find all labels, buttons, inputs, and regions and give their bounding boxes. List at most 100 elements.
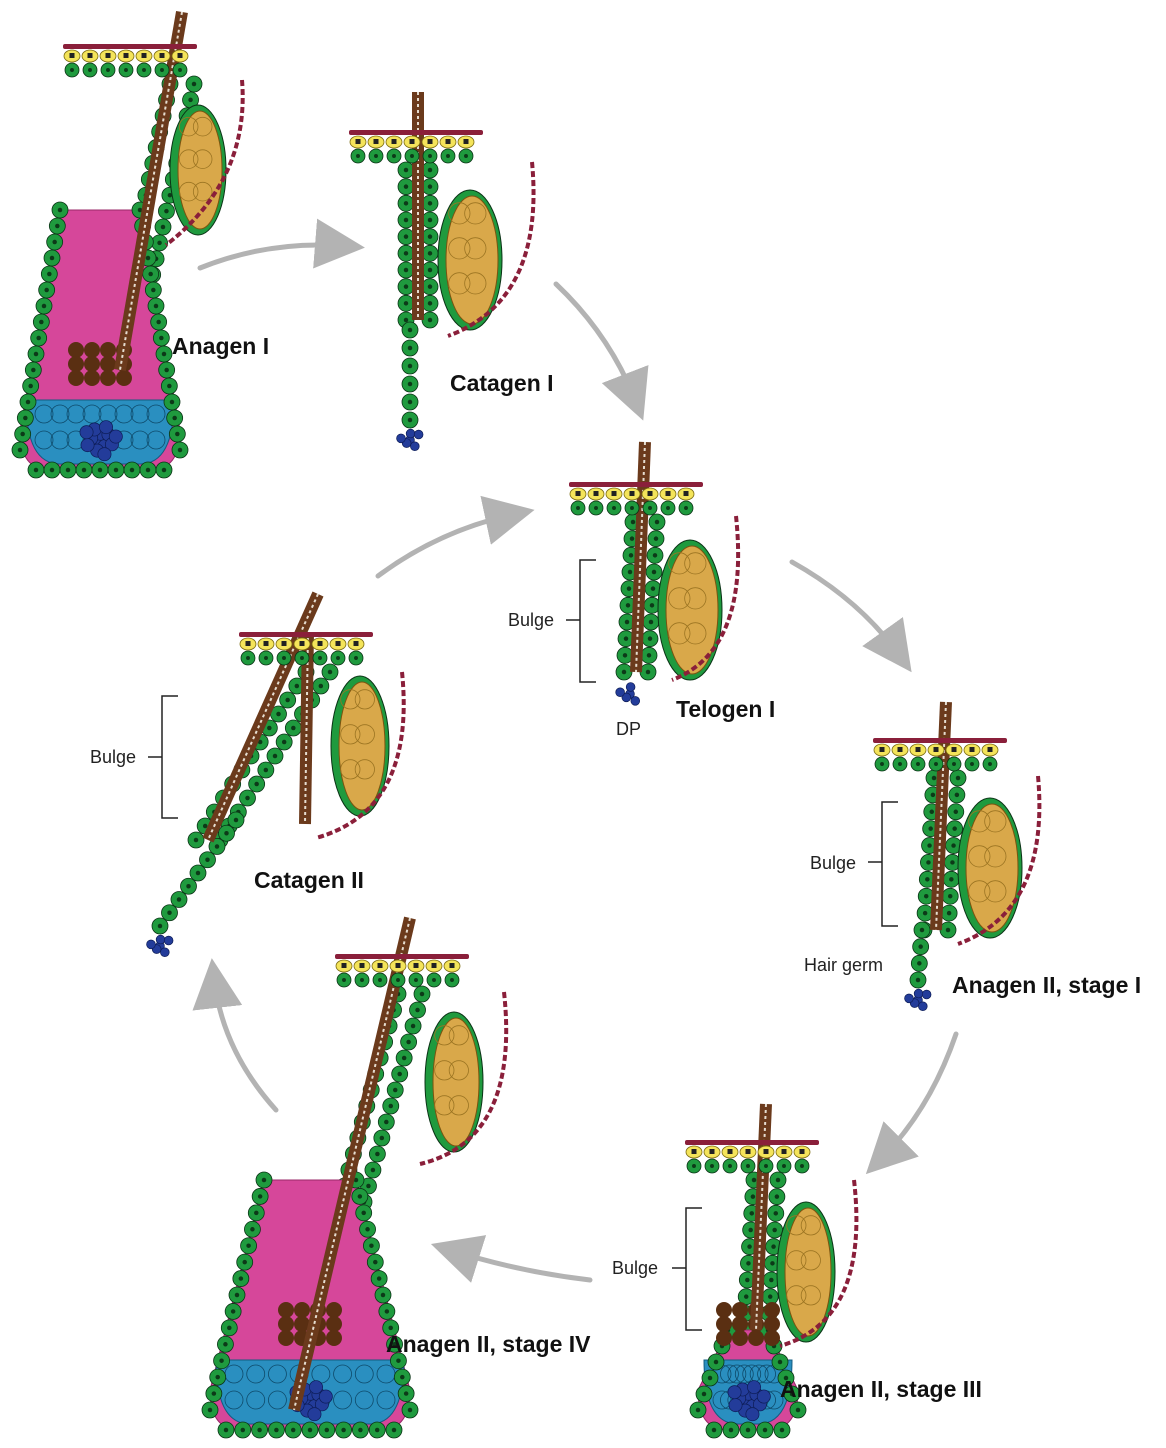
basal-cell-nucleus — [880, 747, 885, 752]
skin-cell-nucleus — [916, 762, 920, 766]
outer-root-sheath-cell-nucleus — [366, 1184, 370, 1188]
outer-root-sheath-cell-nucleus — [654, 536, 658, 540]
outer-root-sheath-cell-nucleus — [20, 432, 24, 436]
skin-cell-nucleus — [432, 978, 436, 982]
outer-root-sheath-cell-nucleus — [384, 1120, 388, 1124]
dermal-papilla-cell — [728, 1386, 741, 1399]
skin-cell-nucleus — [396, 978, 400, 982]
basal-cell-nucleus — [450, 963, 455, 968]
precortex-cell — [764, 1302, 780, 1318]
outer-root-sheath-cell-nucleus — [776, 1178, 780, 1182]
skin-cell-nucleus — [264, 656, 268, 660]
telogen-bulge-bracket — [566, 560, 596, 682]
outer-root-sheath-cell-nucleus — [164, 209, 168, 213]
follicle-anagen2s4 — [202, 918, 506, 1438]
outer-root-sheath-cell-nucleus — [623, 653, 627, 657]
outer-root-sheath-cell-nucleus — [402, 1056, 406, 1060]
label-anagen-2-stage-3: Anagen II, stage III — [780, 1376, 982, 1402]
skin-cell-nucleus — [428, 154, 432, 158]
follicles — [12, 12, 1039, 1438]
outer-root-sheath-cell-nucleus — [42, 304, 46, 308]
regressing-epithelial-strand-cell-nucleus — [917, 961, 921, 965]
outer-root-sheath-cell-nucleus — [224, 1428, 228, 1432]
basal-cell-nucleus — [746, 1149, 751, 1154]
outer-root-sheath-cell-nucleus — [955, 793, 959, 797]
outer-root-sheath-cell-nucleus — [66, 468, 70, 472]
outer-root-sheath-cell-nucleus — [651, 586, 655, 590]
basal-cell-nucleus — [594, 491, 599, 496]
skin-cell-nucleus — [684, 506, 688, 510]
outer-root-sheath-cell-nucleus — [653, 553, 657, 557]
dermal-papilla-cell — [156, 935, 165, 944]
outer-root-sheath-cell-nucleus — [744, 1294, 748, 1298]
outer-root-sheath-cell-nucleus — [282, 740, 286, 744]
precortex-cell — [748, 1330, 764, 1346]
outer-root-sheath-cell-nucleus — [50, 468, 54, 472]
skin-cell-nucleus — [142, 68, 146, 72]
outer-root-sheath-cell-nucleus — [747, 1244, 751, 1248]
sebaceous-gland — [966, 804, 1018, 932]
regressing-epithelial-strand-cell-nucleus — [167, 911, 171, 915]
outer-root-sheath-cell-nucleus — [291, 1428, 295, 1432]
skin-cell-nucleus — [318, 656, 322, 660]
skin-cell-nucleus — [898, 762, 902, 766]
dermal-papilla-cell — [406, 429, 415, 438]
skin-cell-nucleus — [934, 762, 938, 766]
outer-root-sheath-cell-nucleus — [655, 520, 659, 524]
sebaceous-gland — [433, 1018, 479, 1146]
outer-root-sheath-cell-nucleus — [406, 1040, 410, 1044]
outer-root-sheath-cell-nucleus — [796, 1408, 800, 1412]
sebaceous-gland — [785, 1208, 831, 1336]
outer-root-sheath-cell-nucleus — [361, 1211, 365, 1215]
outer-root-sheath-cell-nucleus — [428, 184, 432, 188]
outer-root-sheath-cell-nucleus — [778, 1360, 782, 1364]
regressing-epithelial-strand-cell-nucleus — [196, 871, 200, 875]
precortex-cell — [716, 1316, 732, 1332]
arrow-catagen2-to-telogen1 — [378, 514, 515, 576]
outer-root-sheath-cell-nucleus — [295, 684, 299, 688]
basal-cell-nucleus — [630, 491, 635, 496]
outer-root-sheath-cell-nucleus — [170, 400, 174, 404]
skin-cell-nucleus — [728, 1164, 732, 1168]
epidermis-surface — [239, 632, 373, 637]
dermal-papilla-cell — [626, 683, 635, 692]
outer-root-sheath-cell-nucleus — [365, 1227, 369, 1231]
arrow-telogen1-to-anagen2s1 — [792, 562, 900, 656]
basal-cell-nucleus — [160, 53, 165, 58]
outer-root-sheath-cell-nucleus — [369, 1243, 373, 1247]
skin-cell-nucleus — [988, 762, 992, 766]
precortex-cell — [326, 1330, 342, 1346]
skin-cell-nucleus — [576, 506, 580, 510]
precortex-cell — [68, 370, 84, 386]
outer-root-sheath-cell-nucleus — [428, 318, 432, 322]
outer-root-sheath-cell-nucleus — [192, 82, 196, 86]
dermal-papilla-cell — [922, 990, 931, 999]
skin-cell-nucleus — [336, 656, 340, 660]
anagen2s1-bulge-bracket — [868, 802, 898, 926]
outer-root-sheath-cell-nucleus — [26, 400, 30, 404]
follicle-catagen1 — [349, 92, 534, 451]
label-catagen-2: Catagen II — [254, 867, 364, 893]
outer-root-sheath-cell-nucleus — [325, 1428, 329, 1432]
outer-root-sheath-cell-nucleus — [946, 928, 950, 932]
sebaceous-gland — [178, 111, 222, 229]
skin-cell-nucleus — [630, 506, 634, 510]
outer-root-sheath-cell-nucleus — [208, 1408, 212, 1412]
dermal-papilla-cell — [757, 1390, 770, 1403]
outer-root-sheath-cell-nucleus — [646, 670, 650, 674]
bulge-label-anagen2s1: Bulge — [810, 853, 856, 873]
outer-root-sheath-cell-nucleus — [770, 1261, 774, 1265]
basal-cell-nucleus — [764, 1149, 769, 1154]
outer-root-sheath-cell-nucleus — [235, 1293, 239, 1297]
catagen2-bulge-bracket — [148, 696, 178, 818]
basal-cell-nucleus — [246, 641, 251, 646]
outer-root-sheath-cell-nucleus — [219, 1358, 223, 1362]
regressing-epithelial-strand-cell-nucleus — [408, 400, 412, 404]
dermal-papilla-cell — [81, 439, 94, 452]
outer-root-sheath-cell-nucleus — [257, 1428, 261, 1432]
skin-cell-nucleus — [782, 1164, 786, 1168]
regressing-epithelial-strand-cell-nucleus — [920, 928, 924, 932]
basal-cell-nucleus — [342, 963, 347, 968]
basal-cell-nucleus — [612, 491, 617, 496]
